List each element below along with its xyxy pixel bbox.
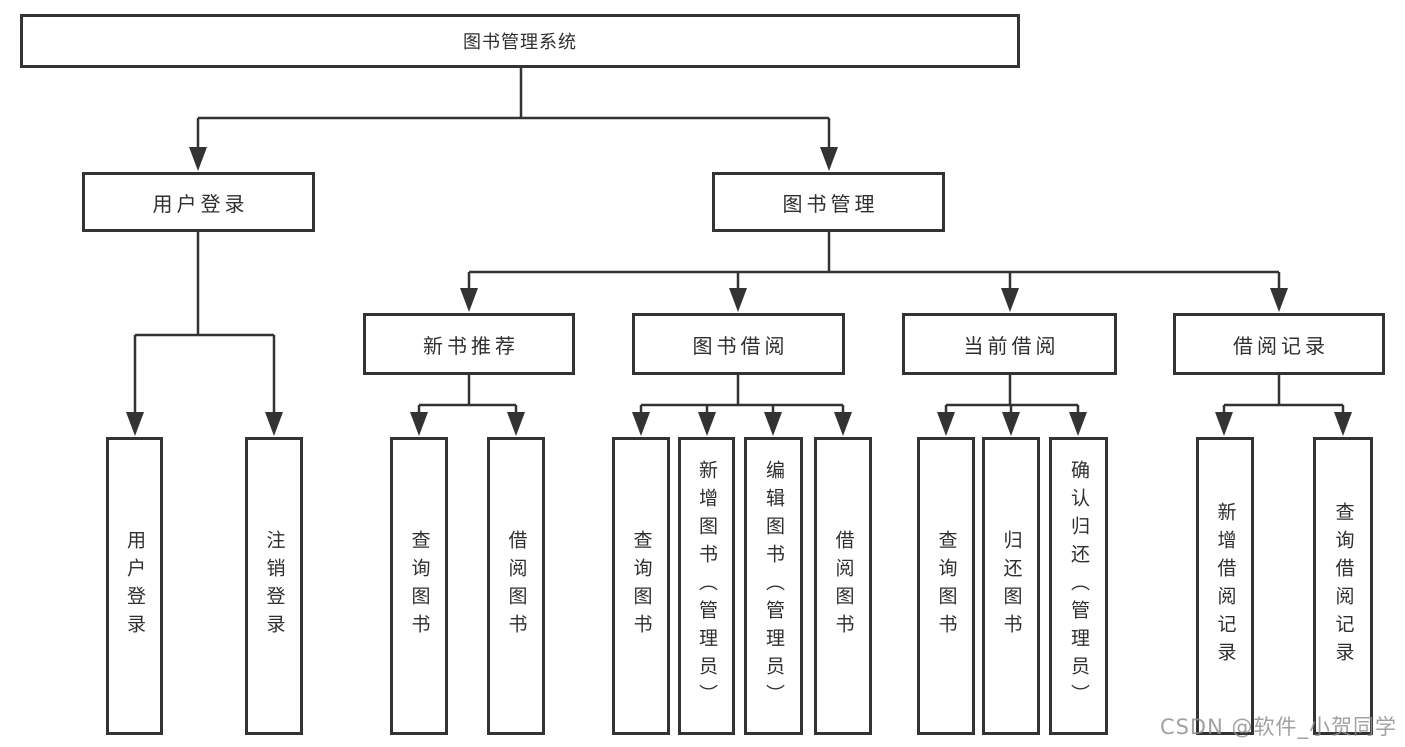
leaf-borrow-edit: 编辑图书（管理员） bbox=[744, 437, 803, 735]
leaf-newbook-borrow-label: 借阅图书 bbox=[505, 530, 528, 642]
leaf-user-login: 用户登录 bbox=[106, 437, 163, 735]
leaf-borrow-add-label: 新增图书（管理员） bbox=[696, 460, 718, 712]
leaf-current-confirm-return-label: 确认归还（管理员） bbox=[1068, 460, 1090, 712]
leaf-borrow-query: 查询图书 bbox=[612, 437, 670, 735]
node-current-borrow-label: 当前借阅 bbox=[963, 333, 1060, 358]
leaf-newbook-borrow: 借阅图书 bbox=[487, 437, 545, 735]
node-borrow-records: 借阅记录 bbox=[1173, 313, 1385, 375]
node-user-login-label: 用户登录 bbox=[152, 191, 249, 216]
leaf-borrow-edit-label: 编辑图书（管理员） bbox=[763, 460, 785, 712]
node-user-login: 用户登录 bbox=[82, 172, 315, 232]
leaf-borrow-borrow-label: 借阅图书 bbox=[832, 530, 855, 642]
leaf-user-login-label: 用户登录 bbox=[124, 530, 146, 642]
leaf-records-query: 查询借阅记录 bbox=[1313, 437, 1373, 735]
leaf-current-confirm-return: 确认归还（管理员） bbox=[1049, 437, 1108, 735]
leaf-records-add-label: 新增借阅记录 bbox=[1214, 502, 1237, 670]
leaf-borrow-query-label: 查询图书 bbox=[630, 530, 653, 642]
node-new-book-recommend: 新书推荐 bbox=[363, 313, 575, 375]
leaf-borrow-borrow: 借阅图书 bbox=[814, 437, 872, 735]
leaf-current-return: 归还图书 bbox=[982, 437, 1040, 735]
node-borrow-records-label: 借阅记录 bbox=[1233, 333, 1329, 358]
node-book-management: 图书管理 bbox=[712, 172, 945, 232]
leaf-newbook-query-label: 查询图书 bbox=[408, 530, 431, 642]
node-book-borrow-label: 图书借阅 bbox=[692, 333, 789, 358]
node-book-borrow: 图书借阅 bbox=[632, 313, 845, 375]
leaf-borrow-add: 新增图书（管理员） bbox=[678, 437, 735, 735]
csdn-watermark: CSDN @软件_小贺同学 bbox=[1159, 715, 1397, 739]
leaf-logout: 注销登录 bbox=[245, 437, 303, 735]
leaf-current-query-label: 查询图书 bbox=[935, 530, 958, 642]
node-root: 图书管理系统 bbox=[20, 14, 1020, 68]
node-current-borrow: 当前借阅 bbox=[902, 313, 1117, 375]
leaf-current-return-label: 归还图书 bbox=[1000, 530, 1023, 642]
node-book-management-label: 图书管理 bbox=[782, 191, 879, 216]
leaf-records-add: 新增借阅记录 bbox=[1196, 437, 1254, 735]
leaf-records-query-label: 查询借阅记录 bbox=[1332, 502, 1355, 670]
leaf-current-query: 查询图书 bbox=[917, 437, 975, 735]
node-root-label: 图书管理系统 bbox=[463, 32, 577, 53]
leaf-newbook-query: 查询图书 bbox=[390, 437, 448, 735]
leaf-logout-label: 注销登录 bbox=[263, 530, 286, 642]
node-new-book-recommend-label: 新书推荐 bbox=[423, 333, 519, 358]
